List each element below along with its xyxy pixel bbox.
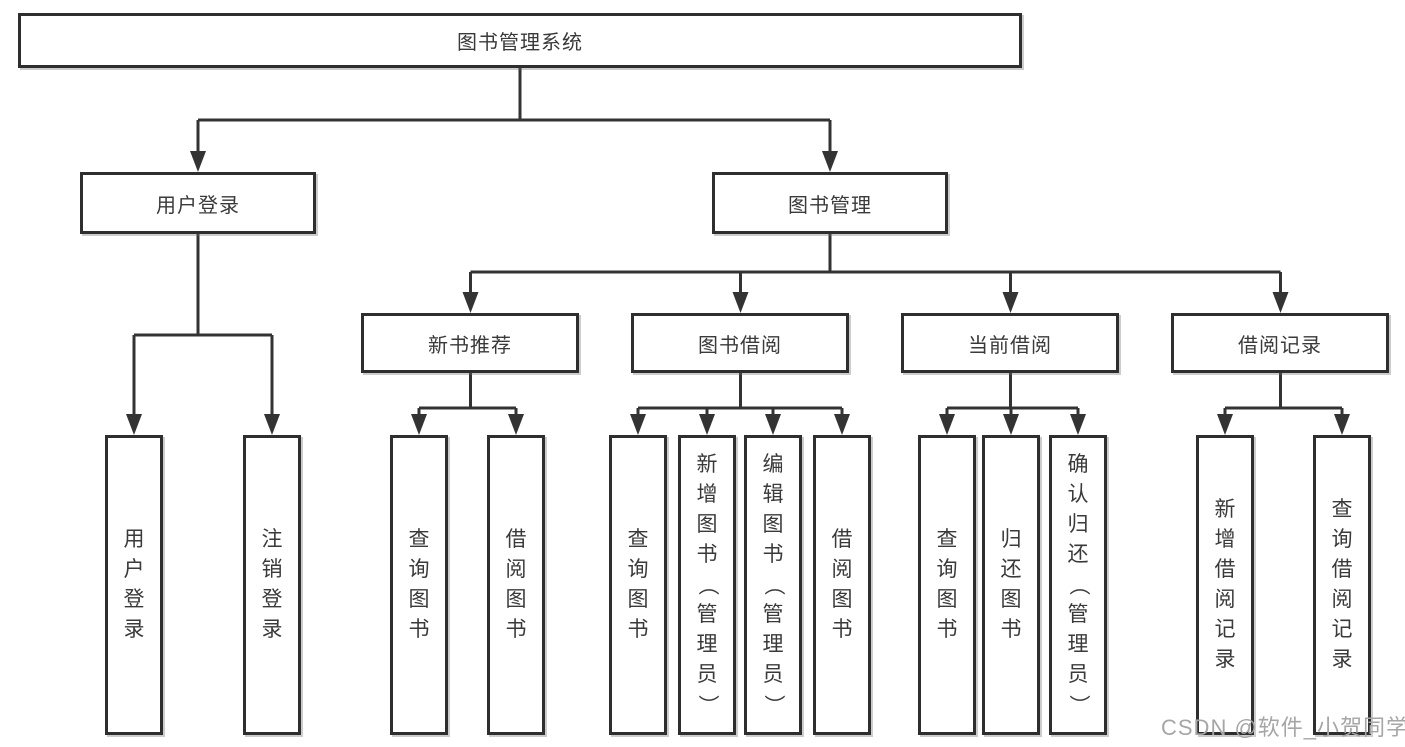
vertical-char: 认 <box>1067 483 1089 506</box>
vertical-char: 管 <box>1067 603 1089 626</box>
vertical-char: 查 <box>1331 498 1353 521</box>
vertical-char: 借 <box>505 528 527 551</box>
node-book-borrowing: 图书借阅 <box>631 313 849 373</box>
vertical-char: 录 <box>261 618 283 641</box>
vertical-char: 书 <box>1000 618 1022 641</box>
node-library-management-system: 图书管理系统 <box>18 13 1022 68</box>
vertical-char: （ <box>1067 574 1090 596</box>
vertical-char: 录 <box>1214 648 1236 671</box>
vertical-char: ） <box>1067 694 1090 716</box>
leaf-add-books-admin: 新增图书 （ 管理员 ） <box>678 435 736 735</box>
vertical-char: 管 <box>762 603 784 626</box>
vertical-char: 图 <box>1000 588 1022 611</box>
vertical-char: 户 <box>123 558 145 581</box>
leaf-user-login: 用户登录 <box>105 435 163 735</box>
vertical-char: 借 <box>1214 558 1236 581</box>
vertical-char: 询 <box>627 558 649 581</box>
leaf-current-query-books: 查询图书 <box>918 435 976 735</box>
vertical-char: 书 <box>408 618 430 641</box>
vertical-char: 借 <box>1331 558 1353 581</box>
vertical-char: 书 <box>936 618 958 641</box>
vertical-char: 录 <box>123 618 145 641</box>
vertical-char: 增 <box>1214 528 1236 551</box>
vertical-char: 查 <box>408 528 430 551</box>
vertical-char: 书 <box>627 618 649 641</box>
vertical-char: （ <box>696 574 719 596</box>
vertical-char: 借 <box>831 528 853 551</box>
vertical-char: 员 <box>762 663 784 686</box>
vertical-char: 员 <box>696 663 718 686</box>
csdn-watermark: CSDN @软件_小贺同学 <box>1161 715 1405 740</box>
vertical-char: 询 <box>936 558 958 581</box>
vertical-char: 编 <box>762 453 784 476</box>
vertical-char: 理 <box>696 633 718 656</box>
vertical-char: 还 <box>1000 558 1022 581</box>
vertical-char: 阅 <box>831 558 853 581</box>
vertical-char: 归 <box>1067 513 1089 536</box>
vertical-char: 图 <box>627 588 649 611</box>
vertical-char: 图 <box>696 513 718 536</box>
leaf-borrowing-query-books: 查询图书 <box>609 435 667 735</box>
vertical-char: 阅 <box>505 558 527 581</box>
vertical-char: 新 <box>696 453 718 476</box>
vertical-char: 录 <box>1331 648 1353 671</box>
leaf-recommend-query-books: 查询图书 <box>390 435 448 735</box>
vertical-char: ） <box>762 694 785 716</box>
leaf-add-borrow-record: 新增借阅记录 <box>1196 435 1254 735</box>
vertical-char: 图 <box>831 588 853 611</box>
vertical-char: 员 <box>1067 663 1089 686</box>
vertical-char: 书 <box>505 618 527 641</box>
vertical-char: 图 <box>762 513 784 536</box>
node-user-login: 用户登录 <box>80 172 316 234</box>
vertical-char: 记 <box>1214 618 1236 641</box>
leaf-borrow-books: 借阅图书 <box>813 435 871 735</box>
leaf-logout-login: 注销登录 <box>243 435 301 735</box>
vertical-char: 销 <box>261 558 283 581</box>
vertical-char: 管 <box>696 603 718 626</box>
node-current-borrowing: 当前借阅 <box>901 313 1119 373</box>
vertical-char: 查 <box>627 528 649 551</box>
leaf-query-borrow-record: 查询借阅记录 <box>1313 435 1371 735</box>
vertical-char: 记 <box>1331 618 1353 641</box>
vertical-char: 还 <box>1067 543 1089 566</box>
node-book-management: 图书管理 <box>712 172 948 234</box>
vertical-char: 图 <box>936 588 958 611</box>
node-borrowing-records: 借阅记录 <box>1171 313 1389 373</box>
vertical-char: 书 <box>696 543 718 566</box>
leaf-recommend-borrow-books: 借阅图书 <box>487 435 545 735</box>
vertical-char: 确 <box>1067 453 1089 476</box>
vertical-char: 图 <box>408 588 430 611</box>
node-new-book-recommendation: 新书推荐 <box>361 313 579 373</box>
vertical-char: ） <box>696 694 719 716</box>
vertical-char: 增 <box>696 483 718 506</box>
vertical-char: 阅 <box>1214 588 1236 611</box>
vertical-char: 新 <box>1214 498 1236 521</box>
vertical-char: （ <box>762 574 785 596</box>
vertical-char: 询 <box>408 558 430 581</box>
tree-edges <box>132 68 1344 416</box>
vertical-char: 书 <box>762 543 784 566</box>
vertical-char: 登 <box>123 588 145 611</box>
vertical-char: 用 <box>123 528 145 551</box>
vertical-char: 理 <box>762 633 784 656</box>
leaf-confirm-return-admin: 确认归还 （ 管理员 ） <box>1049 435 1107 735</box>
vertical-char: 登 <box>261 588 283 611</box>
vertical-char: 归 <box>1000 528 1022 551</box>
leaf-edit-books-admin: 编辑图书 （ 管理员 ） <box>744 435 802 735</box>
vertical-char: 查 <box>936 528 958 551</box>
vertical-char: 询 <box>1331 528 1353 551</box>
vertical-char: 注 <box>261 528 283 551</box>
vertical-char: 书 <box>831 618 853 641</box>
leaf-return-books: 归还图书 <box>982 435 1040 735</box>
vertical-char: 图 <box>505 588 527 611</box>
vertical-char: 理 <box>1067 633 1089 656</box>
vertical-char: 阅 <box>1331 588 1353 611</box>
vertical-char: 辑 <box>762 483 784 506</box>
